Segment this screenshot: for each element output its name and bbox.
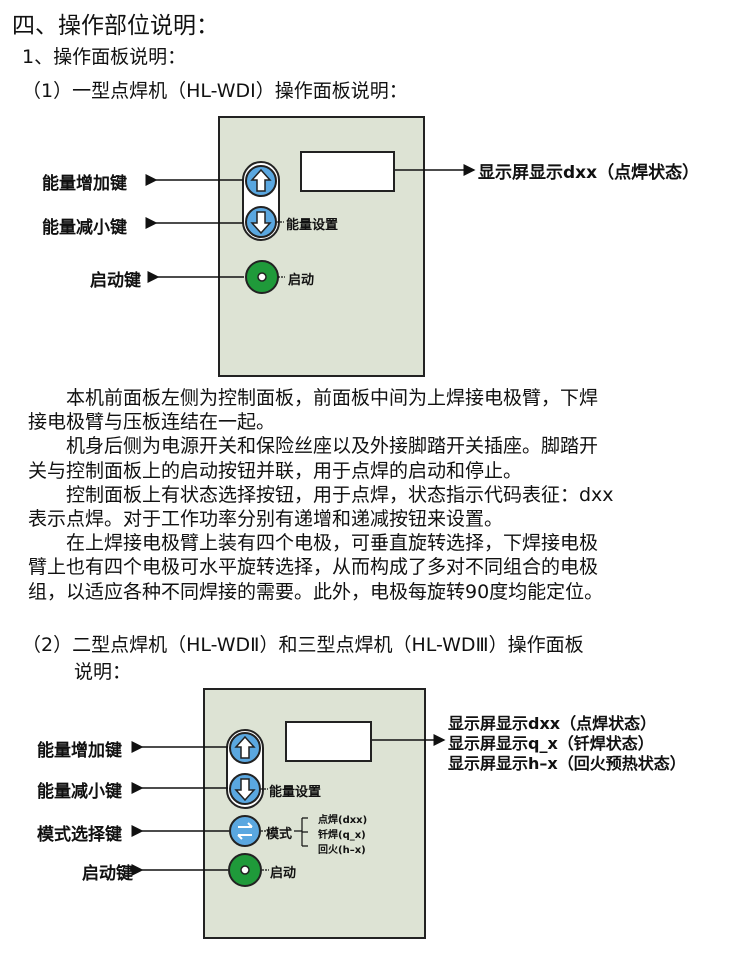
display-screen-2 xyxy=(285,721,372,762)
display-screen-1 xyxy=(300,151,395,192)
energy-down-button-2[interactable] xyxy=(229,773,261,805)
swap-arrows-icon xyxy=(237,822,253,840)
mode-option-spot: 点焊(dxx) xyxy=(318,815,368,826)
label-start-1: 启动键 xyxy=(90,271,141,291)
paragraph-line: 表示点焊。对于工作功率分别有递增和递减按钮来设置。 xyxy=(28,508,504,531)
mode-option-braze: 钎焊(q_x) xyxy=(318,830,366,841)
label-energy-setting-1: 能量设置 xyxy=(286,218,339,233)
label-energy-up-1: 能量增加键 xyxy=(42,174,127,194)
label-start-2: 启动键 xyxy=(82,864,133,884)
description-text: 本机前面板左侧为控制面板，前面板中间为上焊接电极臂，下焊 接电极臂与压板连结在一… xyxy=(28,386,728,604)
label-display-2-line3: 显示屏显示h–x（回火预热状态） xyxy=(448,754,686,773)
start-dot-icon xyxy=(257,272,267,282)
label-energy-up-2: 能量增加键 xyxy=(37,741,122,761)
panel2-heading-line1: （2）二型点焊机（HL-WDⅡ）和三型点焊机（HL-WDⅢ）操作面板 xyxy=(22,634,584,656)
paragraph-line: 接电极臂与压板连结在一起。 xyxy=(28,411,276,434)
energy-down-button-1[interactable] xyxy=(245,206,277,238)
label-mode-select-2: 模式选择键 xyxy=(37,825,122,845)
paragraph-line: 机身后侧为电源开关和保险丝座以及外接脚踏开关插座。脚踏开 xyxy=(66,435,599,458)
start-dot-icon xyxy=(240,865,250,875)
label-energy-setting-2: 能量设置 xyxy=(269,785,322,800)
arrow-up-icon xyxy=(234,735,256,759)
mode-option-temper: 回火(h–x) xyxy=(318,845,366,856)
paragraph-line: 关与控制面板上的启动按钮并联，用于点焊的启动和停止。 xyxy=(28,459,523,482)
paragraph-line: 本机前面板左侧为控制面板，前面板中间为上焊接电极臂，下焊 xyxy=(66,387,599,409)
arrow-up-icon xyxy=(250,168,272,192)
paragraph-line: 在上焊接电极臂上装有四个电极，可垂直旋转选择，下焊接电极 xyxy=(66,532,599,555)
label-energy-down-2: 能量减小键 xyxy=(37,782,122,802)
energy-up-button-1[interactable] xyxy=(245,165,277,197)
label-display-1: 显示屏显示dxx（点焊状态） xyxy=(478,163,700,183)
start-button-2[interactable] xyxy=(228,853,262,887)
label-mode-2: 模式 xyxy=(266,827,293,842)
section-title: 四、操作部位说明： xyxy=(12,13,219,39)
energy-up-button-2[interactable] xyxy=(229,732,261,764)
paragraph-line: 组，以适应各种不同焊接的需要。此外，电极每旋转90度均能定位。 xyxy=(28,580,604,603)
mode-select-button-2[interactable] xyxy=(229,815,261,847)
arrow-down-icon xyxy=(250,211,272,235)
paragraph-line: 臂上也有四个电极可水平旋转选择，从而构成了多对不同组合的电极 xyxy=(28,556,599,579)
subsection-title: 1、操作面板说明： xyxy=(22,46,187,68)
label-display-2-line2: 显示屏显示q_x（钎焊状态） xyxy=(448,734,654,753)
label-start-small-1: 启动 xyxy=(288,273,315,288)
label-energy-down-1: 能量减小键 xyxy=(42,218,127,238)
label-display-2-line1: 显示屏显示dxx（点焊状态） xyxy=(448,714,657,733)
panel1-heading: （1）一型点焊机（HL-WDⅠ）操作面板说明： xyxy=(22,80,408,102)
panel2-heading-line2: 说明： xyxy=(74,661,132,683)
panel2-heading: （2）二型点焊机（HL-WDⅡ）和三型点焊机（HL-WDⅢ）操作面板 说明： xyxy=(22,632,584,686)
arrow-down-icon xyxy=(234,778,256,802)
paragraph-line: 控制面板上有状态选择按钮，用于点焊，状态指示代码表征：dxx xyxy=(66,483,614,506)
label-start-small-2: 启动 xyxy=(270,866,297,881)
